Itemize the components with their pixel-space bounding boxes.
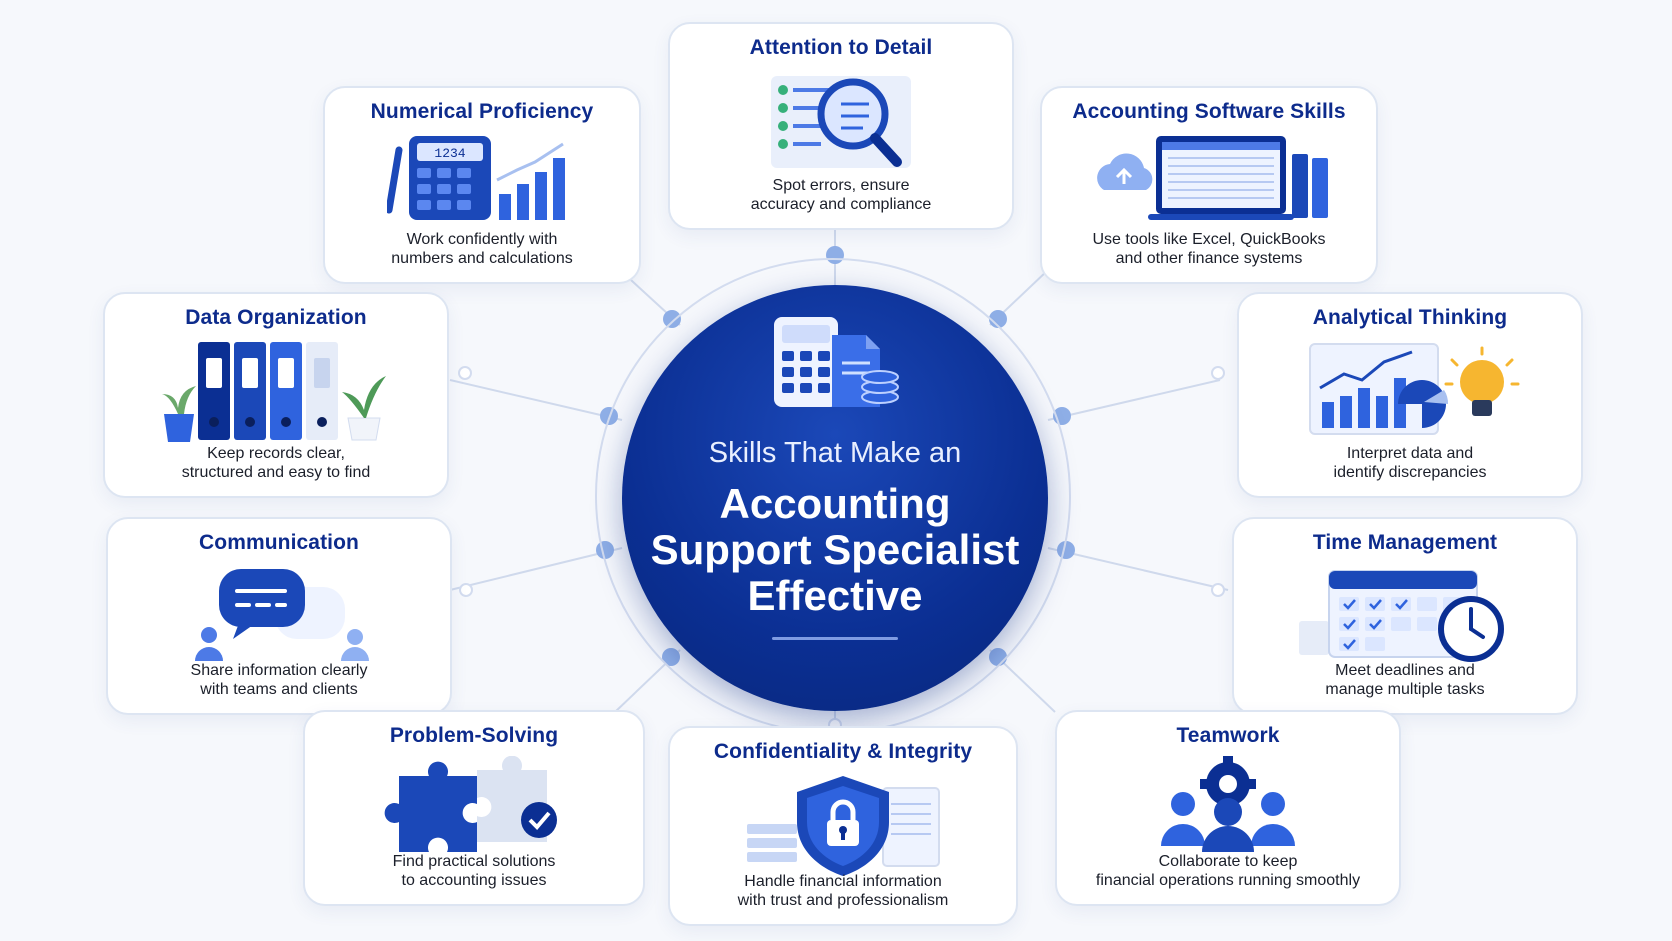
calendar-clock-icon	[1299, 570, 1504, 662]
center-subtitle: Skills That Make an	[708, 437, 962, 469]
chart-lightbulb-icon	[1309, 343, 1520, 435]
binders-icon	[162, 342, 386, 442]
skill-title: Attention to Detail	[749, 36, 933, 59]
skill-title: Teamwork	[1176, 724, 1280, 747]
skill-title: Confidentiality & Integrity	[713, 740, 973, 763]
skill-title: Data Organization	[185, 306, 367, 329]
magnifier-checklist-icon	[771, 76, 911, 168]
skill-title: Accounting Software Skills	[1072, 100, 1346, 123]
skill-title: Problem-Solving	[389, 724, 559, 747]
team-gear-icon	[1161, 756, 1295, 852]
chat-bubbles-icon	[195, 569, 369, 661]
center-divider	[772, 637, 898, 640]
skill-card-problem: Problem-Solving Find practical solutions…	[303, 710, 645, 906]
shield-lock-icon	[747, 776, 940, 876]
calculator-chart-icon: 1234	[387, 136, 565, 220]
calculator-documents-icon	[774, 317, 899, 407]
skill-title: Communication	[199, 531, 359, 554]
calc-display: 1234	[434, 146, 465, 161]
center-title-line1: Accounting	[719, 480, 951, 527]
laptop-cloud-icon	[1097, 136, 1328, 220]
puzzle-check-icon	[384, 756, 557, 852]
skill-title: Analytical Thinking	[1312, 306, 1508, 329]
center-circle: Skills That Make an Accounting Support S…	[622, 285, 1048, 711]
skill-desc: Keep records clear,structured and easy t…	[181, 445, 371, 481]
skill-card-numerical: Numerical Proficiency 1234 Work confiden…	[323, 86, 641, 284]
center-title-line3: Effective	[747, 572, 923, 619]
skill-card-software: Accounting Software Skills Use tools lik…	[1040, 86, 1378, 284]
skill-card-data: Data Organization Keep records clear,str…	[103, 292, 449, 498]
skill-title: Numerical Proficiency	[370, 100, 594, 123]
center-title-line2: Support Specialist	[650, 526, 1020, 573]
skill-title: Time Management	[1312, 531, 1498, 554]
skill-card-confidentiality: Confidentiality & Integrity Handle finan…	[668, 726, 1018, 926]
